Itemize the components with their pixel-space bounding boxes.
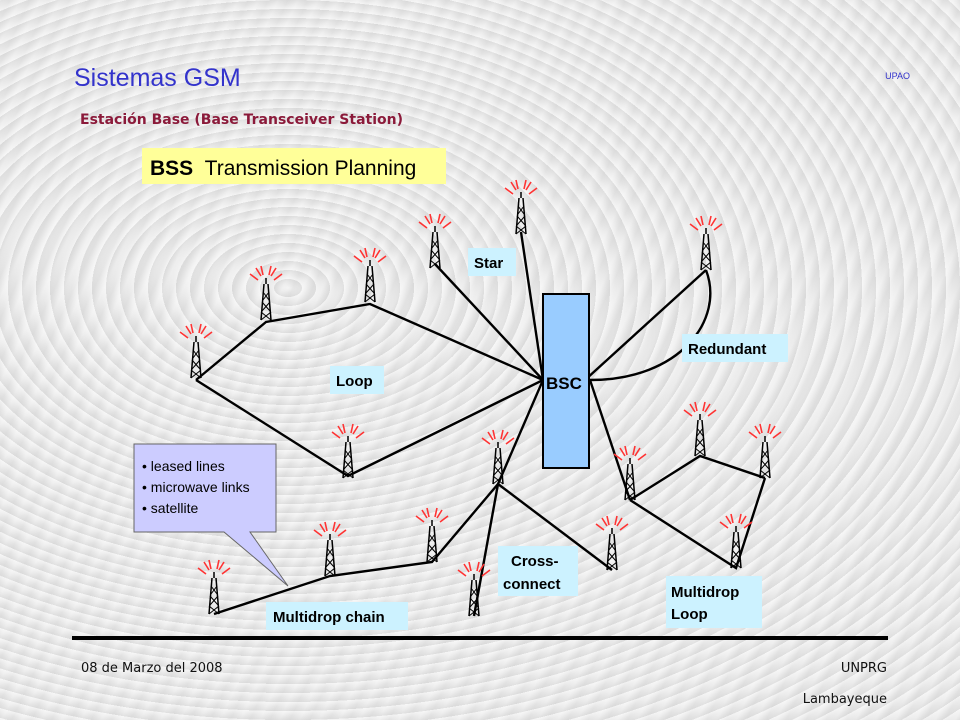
corner-tag: UPAO [885, 71, 910, 81]
slide-subtitle: Estación Base (Base Transceiver Station) [80, 112, 403, 128]
callout-bullet-3: • satellite [142, 500, 198, 516]
label-multidrop-loop-2: Loop [671, 606, 708, 623]
footer-place: Lambayeque [802, 692, 887, 707]
label-multidrop-loop-1: Multidrop [671, 584, 739, 601]
label-cross-connect-1: Cross- [511, 553, 559, 570]
footer-org: UNPRG [840, 661, 887, 676]
bts-tower-icon [504, 179, 538, 235]
bts-tower-icon [415, 507, 449, 563]
bts-towers [179, 179, 782, 617]
slide-title: Sistemas GSM [74, 64, 241, 92]
label-loop: Loop [336, 373, 373, 390]
bts-tower-icon [249, 265, 283, 321]
links [195, 231, 767, 617]
label-box-loop [330, 366, 384, 394]
bts-tower-icon [689, 215, 723, 271]
callout-bubble [133, 443, 289, 587]
callout-bullet-2: • microwave links [142, 479, 250, 495]
label-box-multidrop-chain [266, 602, 408, 630]
bsc-label: BSC [546, 374, 582, 393]
bts-tower-icon [457, 561, 491, 617]
bts-tower-icon [197, 559, 231, 615]
footer-rule [72, 636, 888, 640]
bts-tower-icon [353, 247, 387, 303]
bts-tower-icon [748, 423, 782, 479]
bsc-hub [542, 293, 590, 469]
label-star: Star [474, 255, 503, 272]
label-cross-connect-2: connect [503, 576, 561, 593]
label-box-multidrop-loop [666, 576, 762, 628]
diagram-heading: BSS Transmission Planning [150, 157, 416, 180]
label-box-star [468, 248, 516, 276]
bts-tower-icon [418, 213, 452, 269]
label-redundant: Redundant [688, 341, 766, 358]
diagram-heading-box [142, 148, 446, 184]
callout-bullet-1: • leased lines [142, 458, 225, 474]
label-multidrop-chain: Multidrop chain [273, 609, 385, 626]
label-box-redundant [682, 334, 788, 362]
footer-date: 08 de Marzo del 2008 [81, 661, 223, 676]
bts-tower-icon [683, 401, 717, 457]
bts-tower-icon [313, 521, 347, 577]
label-box-cross-connect [498, 546, 578, 596]
